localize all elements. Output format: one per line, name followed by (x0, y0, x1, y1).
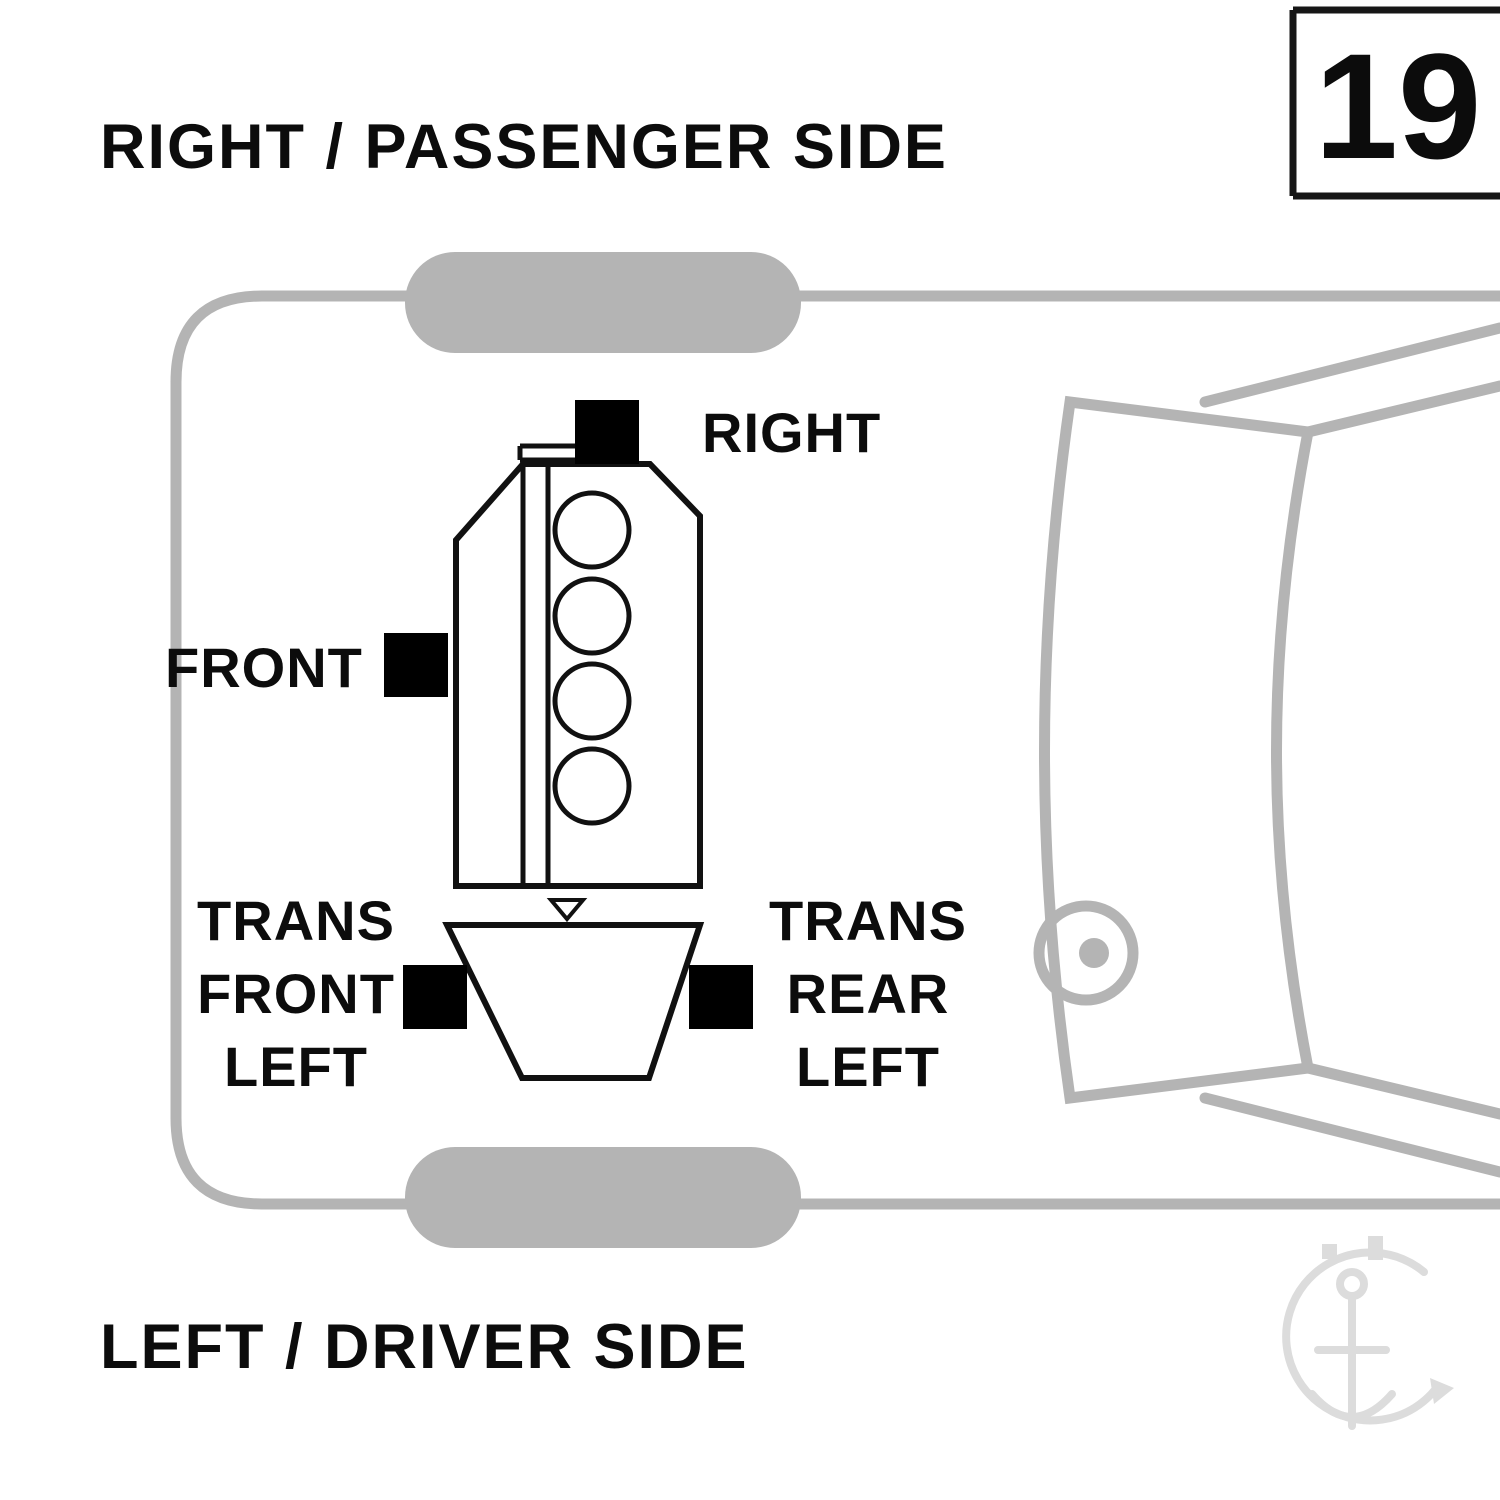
page-number-box (1289, 6, 1500, 200)
roof-lines-top (1199, 322, 1500, 438)
mount-trans-rear-left (689, 965, 753, 1029)
cylinder-1 (552, 490, 632, 570)
mount-trans-front-left (403, 965, 467, 1029)
funnel-icon (546, 898, 588, 923)
label-front: FRONT (165, 636, 363, 699)
label-trans-rear-left-line3: LEFT (796, 1035, 940, 1098)
label-trans-front-left-line3: LEFT (224, 1035, 368, 1098)
label-right: RIGHT (702, 401, 881, 464)
label-trans-front-left-line1: TRANS (197, 889, 395, 952)
cylinder-2 (552, 576, 632, 656)
mount-right (575, 400, 639, 464)
watermark-logo (1282, 1236, 1454, 1430)
title-left-driver-side: LEFT / DRIVER SIDE (100, 1312, 749, 1382)
roof-lines-bottom (1199, 1062, 1500, 1178)
cylinder-4 (552, 746, 632, 826)
title-right-passenger-side: RIGHT / PASSENGER SIDE (100, 112, 948, 182)
label-trans-rear-left-line2: REAR (787, 962, 950, 1025)
label-trans-front-left-line2: FRONT (197, 962, 395, 1025)
front-left-wheel (405, 1147, 801, 1248)
steering-wheel-hub (1079, 938, 1109, 968)
transmission (442, 922, 705, 1081)
steering-wheel (1033, 900, 1139, 1006)
engine-bracket-lines (517, 443, 575, 463)
engine-inner-lines (520, 464, 551, 886)
car-body-outline (170, 290, 1500, 1210)
label-trans-rear-left-line1: TRANS (769, 889, 967, 952)
windshield (1039, 395, 1315, 1105)
page-number: 19 (1315, 22, 1482, 190)
mount-front (384, 633, 448, 697)
front-right-wheel (405, 252, 801, 353)
cylinder-3 (552, 661, 632, 741)
